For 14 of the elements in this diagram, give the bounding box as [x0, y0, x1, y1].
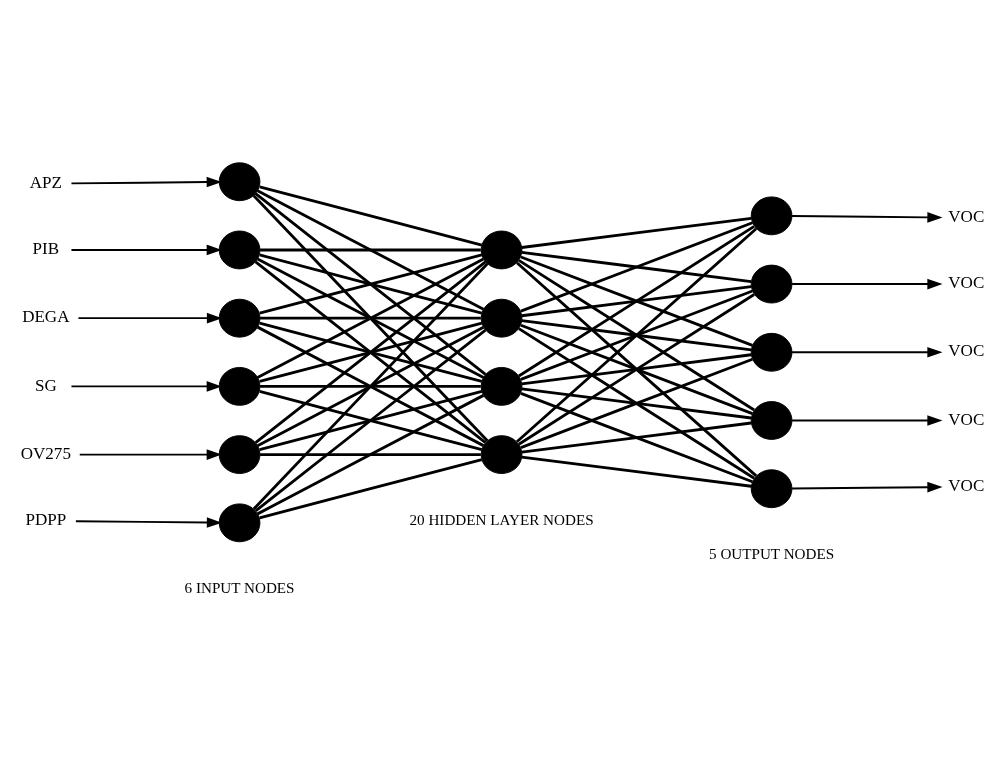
node-text: SG [34, 375, 57, 395]
node-text: VOC [948, 206, 985, 226]
node-text: OV275 [20, 443, 71, 463]
label: 20 HIDDEN LAYER NODES [409, 510, 594, 528]
node-text: VOC [948, 476, 985, 495]
node-text: DEGA [22, 307, 70, 327]
label: 5 OUTPUT NODES [709, 544, 835, 562]
node-text: PDPP [25, 510, 67, 530]
node-text: PIB [32, 239, 60, 259]
node-text: VOC [948, 409, 985, 429]
node-text: VOC [948, 273, 985, 293]
node-text: APZ [29, 172, 62, 192]
node-text: VOC [948, 341, 985, 361]
label: 6 INPUT NODES [184, 578, 295, 596]
